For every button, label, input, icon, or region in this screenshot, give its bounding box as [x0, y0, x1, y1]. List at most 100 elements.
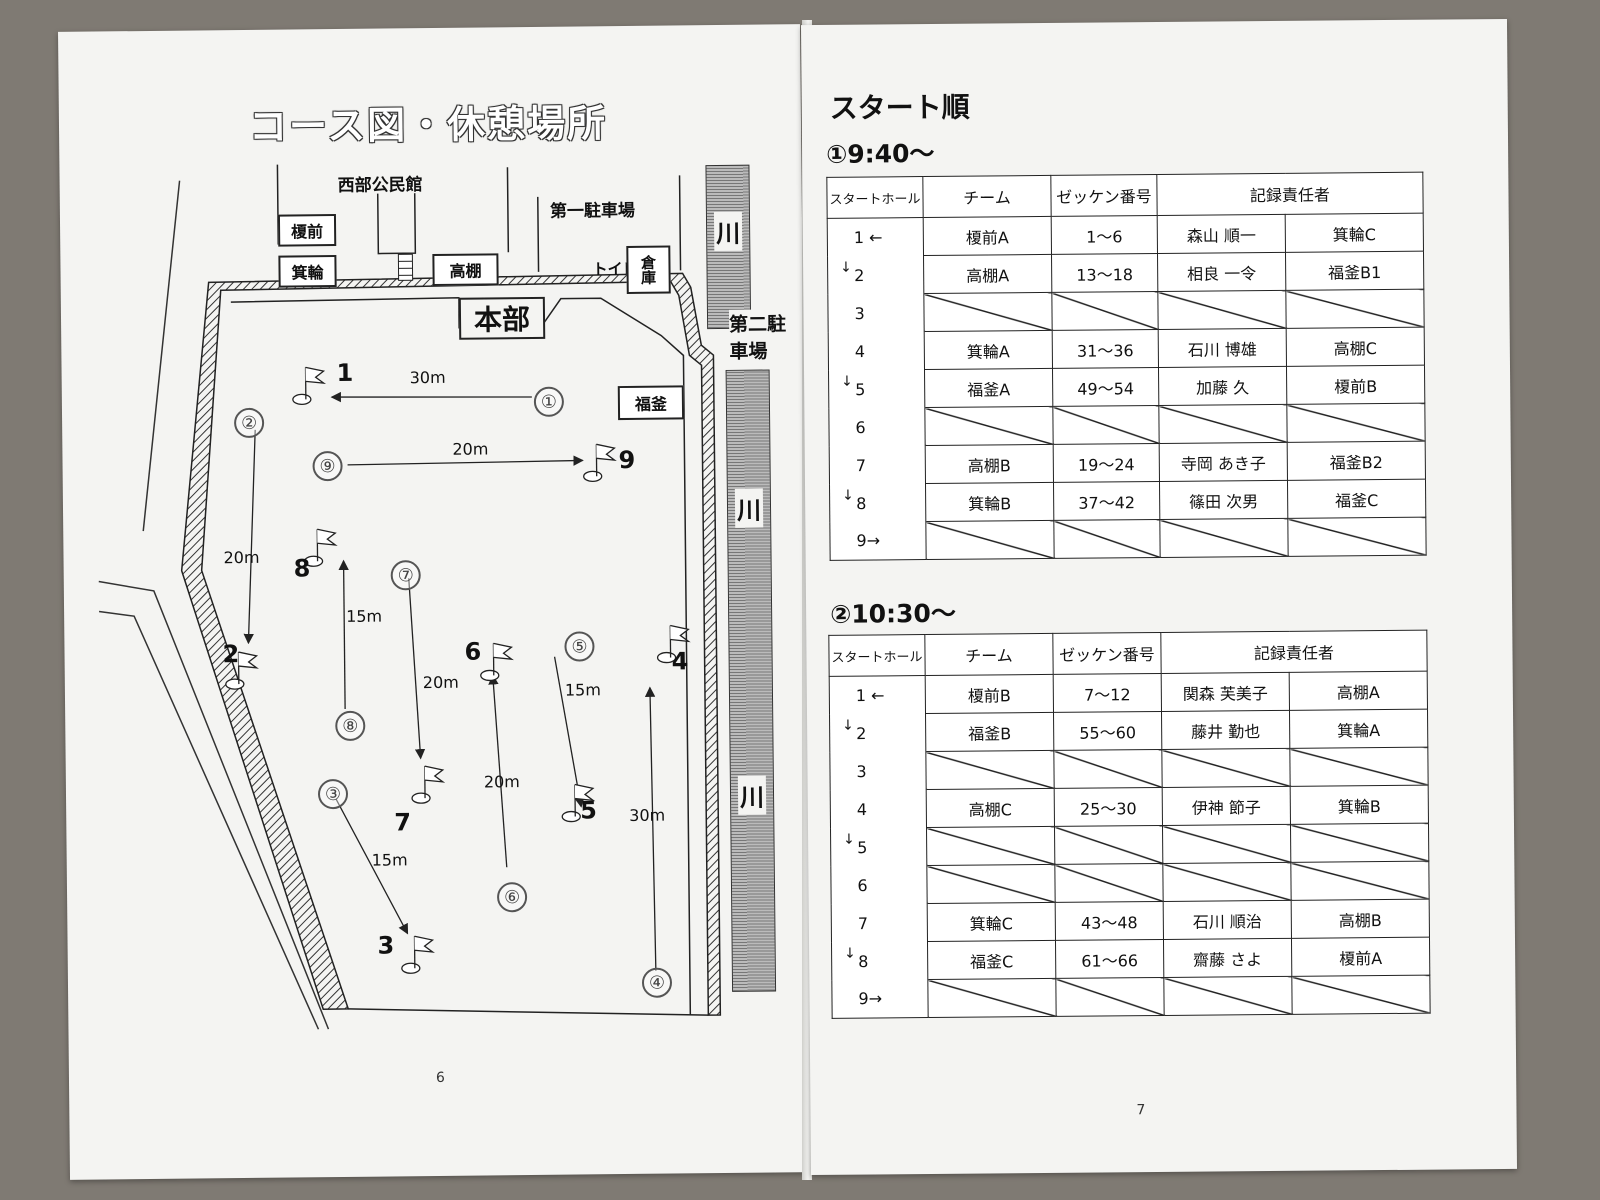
- page-number: 7: [1136, 1102, 1146, 1119]
- down-arrow-icon: ↓: [842, 717, 854, 734]
- recorder-cell: [1159, 518, 1289, 558]
- recorder-cell: [1162, 862, 1292, 902]
- start-hole-label: 5: [857, 837, 868, 857]
- hole-number: 8: [293, 554, 311, 583]
- start-hole-cell: 4: [828, 331, 925, 371]
- storage-label: 倉庫: [626, 245, 671, 294]
- recorder-team-cell: [1285, 289, 1425, 329]
- recorder-cell: 藤井 勤也: [1161, 710, 1290, 750]
- column-header: チーム: [922, 175, 1052, 218]
- start-hole-label: 7: [855, 455, 867, 475]
- start-hole-label: 3: [856, 761, 867, 781]
- team-cell: [925, 520, 1055, 560]
- down-arrow-icon: ↓: [842, 487, 854, 504]
- bib-cell: 13～18: [1051, 253, 1158, 293]
- team-cell: 福釜C: [927, 940, 1056, 980]
- start-hole-label: 6: [857, 875, 868, 895]
- team-cell: [924, 406, 1054, 446]
- table-header-row: スタートホール チーム ゼッケン番号 記録責任者: [828, 630, 1428, 677]
- recorder-cell: 加藤 久: [1158, 366, 1287, 406]
- hole-number: 9: [618, 445, 636, 475]
- start-hole-label: 8: [856, 493, 867, 513]
- column-header: チーム: [924, 633, 1054, 676]
- start-hole-label: 4: [856, 799, 868, 819]
- bib-cell: 1～6: [1051, 215, 1158, 255]
- tee-marker: ⑥: [496, 882, 528, 913]
- river-label: 川: [737, 775, 767, 815]
- road-line: [98, 610, 320, 1030]
- team-cell: 箕輪A: [924, 330, 1053, 370]
- bib-cell: [1052, 405, 1160, 445]
- recorder-team-cell: 榎前A: [1291, 937, 1430, 977]
- start-hole-cell: 2↓: [827, 255, 924, 295]
- table-header-row: スタートホール チーム ゼッケン番号 記録責任者: [826, 172, 1424, 219]
- table-row: 3: [829, 747, 1429, 791]
- tee-marker: ①: [533, 386, 565, 417]
- distance-label: 15m: [371, 850, 408, 870]
- start-hole-label: 1 ←: [853, 227, 883, 247]
- hole-number: 1: [336, 358, 354, 388]
- team-cell: [927, 978, 1057, 1018]
- recorder-team-cell: 箕輪C: [1285, 213, 1424, 253]
- start-hole-label: 6: [855, 417, 866, 437]
- distance-label: 15m: [564, 680, 601, 700]
- table-row: 9→: [831, 975, 1431, 1019]
- team-cell: [926, 826, 1055, 866]
- team-cell: 高棚C: [926, 788, 1055, 828]
- tee-marker: ⑦: [390, 560, 421, 591]
- recorder-cell: [1163, 976, 1293, 1016]
- recorder-team-cell: 高棚A: [1289, 671, 1428, 711]
- river-label: 川: [713, 211, 743, 252]
- start-hole-cell: 1 ←: [827, 217, 924, 257]
- bib-cell: 31～36: [1052, 329, 1159, 369]
- start-hole-label: 2: [854, 265, 865, 285]
- course-boundary: [180, 272, 722, 1016]
- river-lower: 川 川: [725, 369, 777, 992]
- rest-area-fukugama: 福釜: [617, 385, 685, 421]
- tee-marker: ④: [641, 967, 673, 998]
- recorder-team-cell: 福釜B1: [1285, 251, 1424, 291]
- bib-cell: [1051, 291, 1159, 331]
- recorder-cell: 関森 芙美子: [1161, 672, 1290, 712]
- page-number: 6: [435, 1069, 445, 1087]
- start-order-page: スタート順 ①9:40～ スタートホール チーム ゼッケン番号 記録責任者 1 …: [800, 18, 1518, 1176]
- recorder-team-cell: [1289, 747, 1429, 787]
- parking2-label: 第二駐車場: [728, 309, 804, 364]
- column-header: 記録責任者: [1160, 630, 1428, 674]
- down-arrow-icon: ↓: [841, 373, 853, 390]
- course-map-page: コース図・休憩場所 西部公民館 第一駐車場 トイレ 榎前 箕輪 高棚 倉庫 福釜…: [58, 24, 812, 1180]
- recorder-cell: [1162, 824, 1291, 864]
- start-hole-label: 1 ←: [855, 685, 885, 705]
- distance-label: 20m: [452, 439, 489, 459]
- team-cell: 高棚A: [923, 254, 1052, 294]
- start-hole-label: 3: [854, 303, 865, 323]
- start-hole-label: 9→: [858, 989, 883, 1009]
- start-hole-cell: 9→: [831, 979, 929, 1019]
- recorder-cell: 石川 博雄: [1158, 328, 1287, 368]
- flag-icon: [225, 366, 691, 974]
- team-cell: 箕輪B: [925, 482, 1054, 522]
- recorder-team-cell: 高棚B: [1291, 899, 1430, 939]
- bib-cell: [1054, 863, 1164, 903]
- start-hole-label: 9→: [856, 531, 881, 551]
- column-header: ゼッケン番号: [1052, 632, 1162, 675]
- bib-cell: [1054, 825, 1163, 865]
- recorder-team-cell: 箕輪B: [1290, 785, 1429, 825]
- tee-marker: ②: [233, 407, 265, 439]
- bib-cell: [1053, 749, 1163, 789]
- recorder-cell: 石川 順治: [1163, 900, 1292, 940]
- distance-label: 30m: [409, 367, 446, 388]
- recorder-team-cell: [1291, 975, 1431, 1015]
- river-upper: 川: [705, 164, 752, 330]
- start-hole-cell: 5↓: [828, 369, 925, 409]
- distance-label: 20m: [422, 672, 459, 693]
- rest-area-enomae: 榎前: [277, 214, 337, 247]
- bib-cell: 7～12: [1053, 673, 1162, 713]
